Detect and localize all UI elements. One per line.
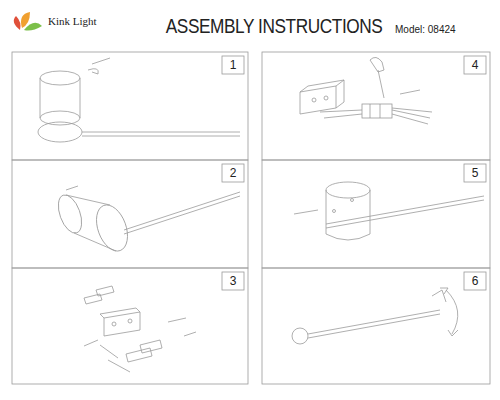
page-title: ASSEMBLY INSTRUCTIONS [165, 14, 382, 38]
step-number: 1 [227, 58, 240, 72]
step-number: 3 [227, 274, 240, 288]
step-number: 4 [469, 58, 482, 72]
step-number: 2 [227, 166, 240, 180]
brand-name: Kink Light [48, 15, 97, 28]
model-number: Model: 08424 [395, 24, 456, 36]
step-number: 6 [469, 274, 482, 288]
step-number: 5 [469, 166, 482, 180]
